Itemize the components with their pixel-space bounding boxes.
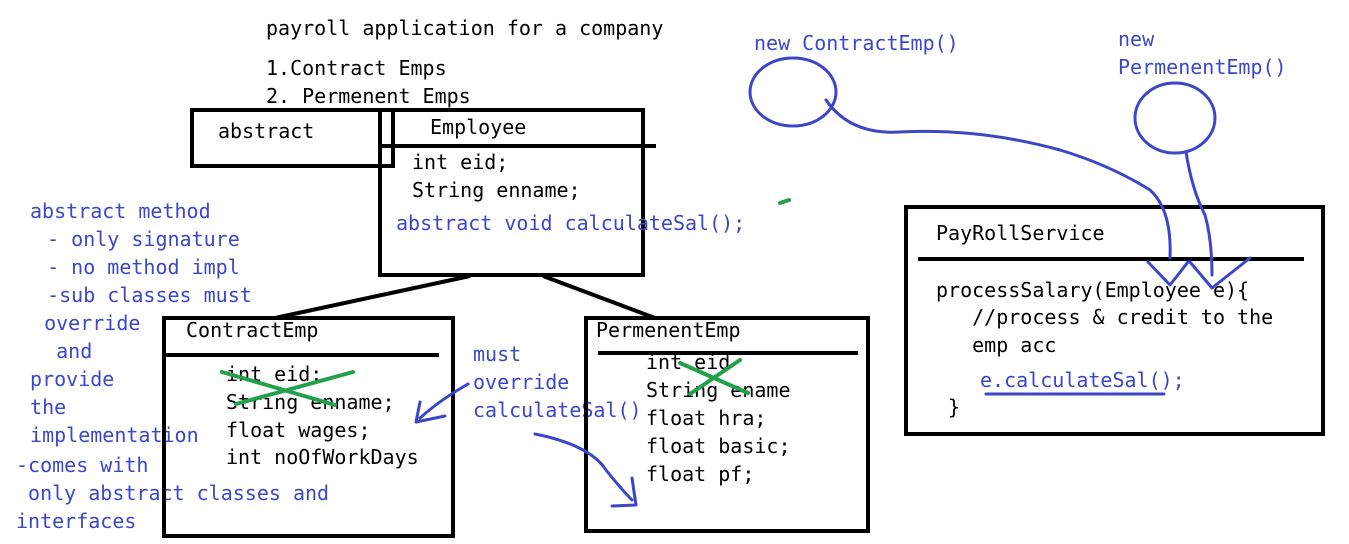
diagram-title: payroll application for a company [266,16,664,40]
override-arrow-contract [418,382,470,420]
employee-class-box [378,108,645,277]
arrowhead [414,400,447,424]
note-line: the [18,395,67,419]
override-note-line: override [473,370,570,394]
note-line: implementation [18,423,199,447]
note-line: and [20,339,93,363]
arrowhead [610,476,638,508]
heading-item-permanent: 2. Permenent Emps [266,84,471,108]
permanent-object-arrow [1184,150,1214,277]
contract-object-circle [748,56,838,128]
inheritance-line-permanent [542,274,656,320]
note-line: provide [18,367,115,391]
arrowhead [1188,256,1252,290]
process-salary-signature: processSalary(Employee e){ [936,278,1250,302]
note-line: interfaces [16,509,137,533]
stray-mark [778,198,791,205]
permanent-object-circle [1133,81,1217,155]
override-note-line: calculateSal() [473,398,642,422]
contract-emp-field: float wages; [226,418,371,442]
heading-item-contract: 1.Contract Emps [266,56,447,80]
crossout-mark [688,358,742,396]
permanent-emp-class-name: PermenentEmp [596,318,741,342]
employee-field-enname: String enname; [412,178,581,202]
abstract-box [190,108,395,168]
abstract-label: abstract [218,119,315,143]
payroll-service-header-rule [918,257,1304,261]
permanent-emp-header-rule [598,351,858,355]
new-permanent-emp-label: PermenentEmp() [1118,55,1287,79]
contract-emp-header-rule [164,353,439,357]
permanent-emp-field: float hra; [646,406,767,430]
employee-field-eid: int eid; [412,150,509,174]
new-permanent-emp-label: new [1118,27,1155,51]
note-line: override [20,311,141,335]
process-salary-comment: emp acc [936,333,1057,357]
employee-header-rule [380,144,656,148]
new-contract-emp-label: new ContractEmp() [754,31,959,55]
note-line: abstract method [30,199,211,223]
crossout-mark [234,370,355,406]
payroll-service-box [904,205,1325,436]
note-line: - only signature [23,227,240,251]
contract-emp-class-box [162,316,455,538]
note-line: -comes with [16,453,149,477]
payroll-service-name: PayRollService [936,221,1105,245]
inheritance-line-contract [274,274,471,320]
crossout-mark [220,370,337,407]
note-line: only abstract classes and [16,481,330,505]
employee-class-name: Employee [430,115,527,139]
employee-abstract-method: abstract void calculateSal(); [396,211,746,235]
contract-emp-class-name: ContractEmp [186,318,319,342]
note-line: - no method impl [23,255,240,279]
calculate-sal-call: e.calculateSal(); [980,368,1185,392]
process-salary-close-brace: } [936,395,961,419]
note-line: -sub classes must [23,283,252,307]
arrowhead [1146,260,1190,287]
permanent-emp-field: float pf; [646,462,755,486]
contract-emp-field: int noOfWorkDays [226,445,419,469]
permanent-emp-field: float basic; [646,434,791,458]
override-arrow-permanent [533,432,634,502]
contract-object-arrow [824,98,1172,260]
permanent-emp-class-box [584,316,870,533]
process-salary-comment: //process & credit to the [936,305,1274,329]
override-note-line: must [473,342,522,366]
